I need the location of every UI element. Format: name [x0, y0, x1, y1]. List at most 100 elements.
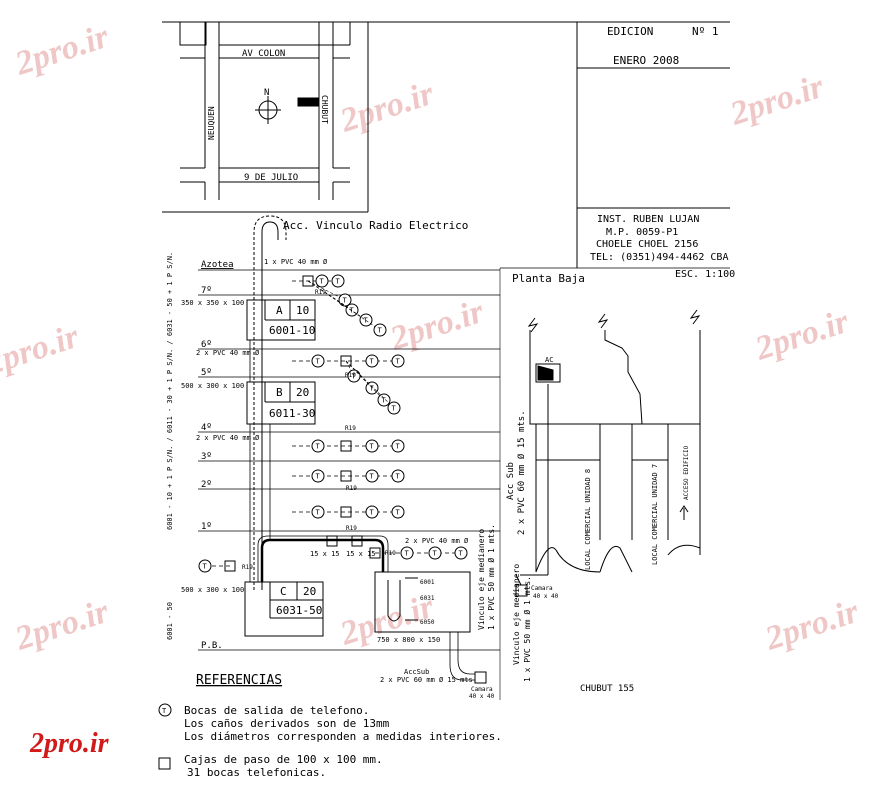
floor-7: 7º: [201, 286, 212, 296]
reference-line-2: Los caños derivados son de 13mm: [184, 717, 390, 730]
edition-label: EDICION: [607, 25, 653, 38]
phone-outlet-icon: [391, 505, 405, 519]
roof-pipe-label: 1 x PVC 40 mm Ø: [264, 258, 328, 266]
floor-2: 2º: [201, 480, 212, 490]
phone-outlet-icon: [391, 354, 405, 368]
phone-outlet-letter: T: [382, 397, 387, 405]
phone-outlet-icon: [365, 354, 379, 368]
phone-outlet-icon: [454, 546, 468, 560]
phone-outlet-letter: T: [316, 509, 321, 517]
plan-vinculo-pipe: 1 x PVC 50 mm Ø 1 mts.: [522, 576, 532, 682]
plan-ac: AC: [545, 356, 553, 364]
radio-link-pipe: [261, 221, 279, 590]
installer-tel: TEL: (0351)494-4462 CBA: [590, 252, 728, 263]
installer-name: INST. RUBEN LUJAN: [597, 214, 699, 225]
main-box-pair-2: 6031: [420, 595, 435, 602]
r19-label: R19: [315, 289, 326, 296]
box-c: [244, 581, 324, 637]
watermark: 2pro.ir: [750, 303, 854, 368]
box-c-label: C: [280, 585, 287, 598]
phone-outlet-letter: T: [316, 443, 321, 451]
phone-outlet-letter: T: [378, 327, 383, 335]
watermark: 2pro.ir: [0, 318, 84, 383]
pipe-6-label: 2 x PVC 40 mm Ø: [196, 349, 260, 357]
reference-line-4: Cajas de paso de 100 x 100 mm.: [184, 753, 383, 766]
street-9-de-julio: 9 DE JULIO: [244, 173, 298, 183]
phone-outlet-letter: T: [370, 443, 375, 451]
plan-access: ACCESO EDIFICIO: [683, 445, 690, 500]
box-c-number: 20: [303, 585, 316, 598]
location-map: [162, 22, 369, 213]
street-chubut: CHUBUT: [320, 95, 329, 124]
installer-address: CHOELE CHOEL 2156: [596, 239, 698, 250]
phone-outlet-letter: T: [370, 473, 375, 481]
box-15-label: 15 x 15: [310, 550, 340, 558]
junction-box: [224, 560, 236, 572]
vinculo-label: Vinculo eje medianero: [477, 529, 486, 630]
plan-camara: Camara: [531, 585, 553, 592]
outlet-symbol-letter: T: [162, 707, 167, 715]
plan-acc-sub-pipe: 2 x PVC 60 mm Ø 15 mts.: [516, 410, 527, 535]
edition-date: ENERO 2008: [613, 54, 679, 67]
phone-outlet-letter: T: [405, 550, 410, 558]
floor-6: 6º: [201, 340, 212, 350]
phone-outlet-letter: T: [433, 550, 438, 558]
phone-outlet-letter: T: [343, 297, 348, 305]
phone-outlet-icon: [365, 439, 379, 453]
floor-1: 1º: [201, 522, 212, 532]
junction-box: [369, 547, 381, 559]
box-c-range: 6031-50: [276, 604, 322, 617]
junction-box-symbol-icon: [158, 757, 171, 770]
plan-unit-1: LOCAL COMERCIAL UNIDAD 8: [584, 469, 592, 570]
r19-label: R19: [346, 485, 357, 492]
riser-side-label: 6001 - 10 + 1 P S/N. / 6011 - 30 + 1 P S…: [166, 252, 174, 530]
phone-outlet-letter: T: [316, 473, 321, 481]
box-a-range: 6001-10: [269, 324, 315, 337]
phone-outlet-icon: [198, 559, 212, 573]
r19-label: R19: [385, 550, 396, 557]
vinculo-pipe-label: 1 x PVC 50 mm Ø 1 mts.: [486, 524, 496, 630]
r19-label: R19: [346, 525, 357, 532]
main-box-pair-1: 6001: [420, 579, 435, 586]
brand-logo: 2pro.ir: [29, 728, 110, 759]
watermark: 2pro.ir: [725, 68, 829, 133]
phone-outlet-icon: [391, 439, 405, 453]
phone-outlet-icon: [400, 546, 414, 560]
main-box: [374, 571, 471, 633]
watermark: 2pro.ir: [335, 75, 439, 140]
phone-outlet-icon: [373, 323, 387, 337]
edition-number: Nº 1: [692, 25, 719, 38]
box-b: [246, 381, 316, 425]
phone-outlet-letter: T: [352, 373, 357, 381]
camara-size: 40 x 40: [469, 693, 495, 700]
box-b-range: 6011-30: [269, 407, 315, 420]
riser-pipes: [249, 340, 475, 681]
floor-pb: P.B.: [201, 641, 223, 651]
plan-camara-size: 40 x 40: [533, 593, 559, 600]
floor-lines: [198, 269, 500, 651]
r19-label: R19: [345, 425, 356, 432]
main-box-pair-3: 6050: [420, 619, 435, 626]
reference-line-1: Bocas de salida de telefono.: [184, 704, 369, 717]
watermark: 2pro.ir: [385, 293, 489, 358]
phone-outlet-icon: [311, 439, 325, 453]
acc-sub-label: AccSub: [404, 668, 429, 676]
phone-outlet-icon: [391, 469, 405, 483]
phone-outlet-icon: [311, 469, 325, 483]
phone-outlet-icon: [428, 546, 442, 560]
street-neuquen: NEUQUEN: [207, 106, 216, 140]
phone-outlet-letter: T: [396, 509, 401, 517]
title-block: [576, 22, 730, 268]
plan-unit-2: LOCAL COMERCIAL UNIDAD 7: [651, 464, 659, 565]
street-av-colon: AV COLON: [242, 49, 285, 59]
radio-link-label: Acc. Vinculo Radio Electrico: [283, 219, 468, 232]
phone-outlet-letter: T: [396, 473, 401, 481]
phone-outlet-letter: T: [370, 385, 375, 393]
floor-5: 5º: [201, 368, 212, 378]
plan-title: Planta Baja: [512, 272, 585, 285]
box-c-size: 500 x 300 x 100: [181, 586, 244, 594]
phone-outlet-letter: T: [203, 563, 208, 571]
phone-outlet-icon: [311, 505, 325, 519]
box-a-size: 350 x 350 x 100: [181, 299, 244, 307]
